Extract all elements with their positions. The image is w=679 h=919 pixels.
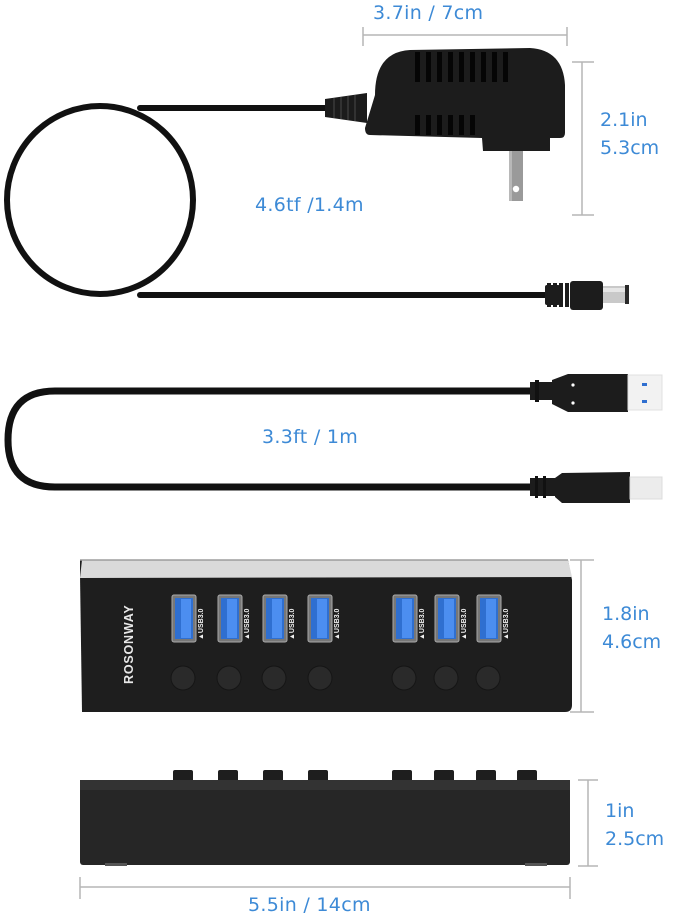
adapter-strain-relief [325,93,367,123]
hub-front-height-inches: 1.8in [602,603,650,625]
brand-logo: ROSONWAY [122,604,136,684]
usb-port-label: ▲USB3.0 [419,608,426,640]
usb-port-label: ▲USB3.0 [289,608,296,640]
adapter-cable-length-label: 4.6tf /1.4m [255,194,364,216]
port-switch-buttons [170,665,501,691]
hub-side-height-cm: 2.5cm [605,828,665,850]
usb-cable-length-label: 3.3ft / 1m [262,426,359,448]
usb-a-plug [530,374,663,412]
hub-front [80,559,572,712]
adapter-width-dimension-line [362,27,568,46]
hub-front-height-label: 1.8in 4.6cm [602,600,661,656]
dc-barrel-plug [545,281,629,310]
usb-port-label: ▲USB3.0 [198,608,205,640]
hub-side [80,770,570,866]
usb-port-label: ▲USB3.0 [244,608,251,640]
adapter-width-label: 3.7in / 7cm [373,2,484,24]
hub-front-height-dimension-line [570,559,594,713]
usb-b-plug [530,472,663,503]
usb-port-label: ▲USB3.0 [461,608,468,640]
adapter-height-inches: 2.1in [600,109,648,131]
hub-side-length-dimension-line [79,877,571,899]
adapter-height-label: 2.1in 5.3cm [600,106,659,162]
hub-side-height-dimension-line [578,779,598,867]
hub-front-height-cm: 4.6cm [602,631,662,653]
power-adapter [365,48,565,201]
hub-side-height-inches: 1in [605,800,635,822]
usb-port-label: ▲USB3.0 [503,608,510,640]
adapter-cable [4,103,553,298]
hub-side-length-label: 5.5in / 14cm [248,894,371,916]
usb-cable [4,387,530,491]
usb-ports [171,594,502,643]
adapter-height-dimension-line [572,61,594,216]
usb-port-label: ▲USB3.0 [334,608,341,640]
adapter-height-cm: 5.3cm [600,137,660,159]
hub-side-height-label: 1in 2.5cm [605,797,664,853]
